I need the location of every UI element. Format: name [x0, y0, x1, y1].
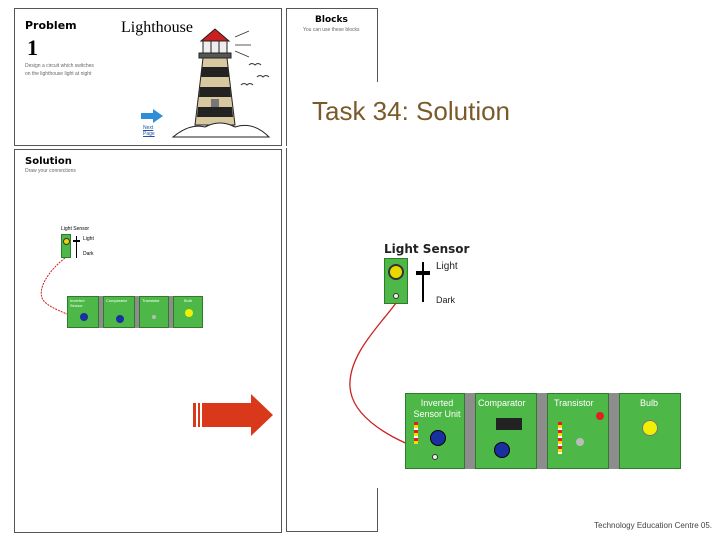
small-block-comparator: Comparator [103, 296, 135, 328]
large-sensor-card [384, 258, 408, 304]
small-connector-1 [99, 296, 103, 328]
small-block-inverted-label: Inverted Sensor [70, 298, 85, 308]
small-sensor-lens-icon [63, 238, 70, 245]
small-block-bulb: Bulb [173, 296, 203, 328]
large-inverted-indicator-icon [414, 422, 418, 444]
small-slider-icon [76, 236, 77, 258]
large-transistor-red-led-icon [596, 412, 604, 420]
small-block-transistor: Transistor [139, 296, 169, 328]
large-block-inverted-label: Inverted Sensor Unit [413, 398, 461, 419]
small-light-label: Light [83, 236, 94, 242]
problem-number: 1 [27, 35, 38, 60]
large-dark-label: Dark [436, 295, 456, 305]
next-label: Next [143, 125, 154, 131]
red-arrow-icon [193, 394, 273, 436]
large-bulb-icon [642, 420, 658, 436]
large-inverted-knob-icon [430, 430, 446, 446]
blocks-subtitle: You can use these blocks [303, 27, 360, 33]
problem-text-line1: Design a circuit which switches [25, 63, 94, 69]
next-page-link[interactable]: Next Page [143, 125, 155, 137]
large-sensor-lens-icon [388, 264, 404, 280]
small-block-comparator-label: Comparator [106, 298, 128, 303]
large-comparator-knob-icon [494, 442, 510, 458]
page-label: Page [143, 131, 155, 137]
large-connector-1 [465, 393, 475, 469]
large-transistor-indicator-icon [558, 422, 562, 454]
large-slider-knob-icon [416, 271, 430, 275]
small-connector-2 [135, 296, 139, 328]
large-slider-icon [422, 262, 424, 302]
large-transistor-terminal-icon [576, 438, 584, 446]
blocks-panel: Blocks You can use these blocks [286, 8, 378, 146]
lighthouse-illustration [171, 28, 271, 138]
problem-label: Problem [25, 19, 77, 32]
blocks-panel-right-edge [377, 8, 378, 82]
large-wire [349, 302, 438, 456]
small-sensor-label: Light Sensor [61, 226, 90, 232]
solution-panel: Solution Draw your connections Light Sen… [14, 149, 282, 533]
small-connector-3 [169, 296, 173, 328]
solution-label: Solution [25, 156, 72, 167]
large-comparator-display-icon [496, 418, 522, 430]
large-sensor-terminal-icon [393, 293, 399, 299]
large-connector-3 [609, 393, 619, 469]
large-block-bulb: Bulb [619, 393, 681, 469]
small-block-bulb-label: Bulb [184, 298, 193, 303]
small-block-transistor-label: Transistor [142, 298, 160, 303]
large-block-inverted-sensor: Inverted Sensor Unit [405, 393, 465, 469]
small-comparator-knob-icon [116, 315, 124, 323]
next-arrow-icon[interactable] [141, 109, 163, 123]
small-bulb-icon [185, 309, 193, 317]
small-block-inverted-sensor: Inverted Sensor [67, 296, 99, 328]
lower-mid-panel-right-edge [377, 488, 378, 532]
large-block-bulb-label: Bulb [640, 398, 659, 408]
slide-title: Task 34: Solution [312, 96, 511, 126]
small-sensor-card [61, 234, 71, 258]
large-block-comparator: Comparator [475, 393, 537, 469]
blocks-label: Blocks [315, 15, 348, 25]
small-slider-knob-icon [73, 240, 80, 242]
small-transistor-led-icon [152, 315, 156, 319]
solution-subtitle: Draw your connections [25, 168, 76, 174]
large-light-label: Light [436, 261, 458, 272]
large-block-comparator-label: Comparator [478, 398, 526, 408]
problem-text-line2: on the lighthouse light at night [25, 71, 92, 77]
large-block-transistor: Transistor [547, 393, 609, 469]
large-block-transistor-label: Transistor [554, 398, 594, 408]
lower-mid-panel [286, 148, 378, 532]
footer-credit: Technology Education Centre 05. [594, 521, 712, 530]
problem-panel: Problem 1 Lighthouse Design a circuit wh… [14, 8, 282, 146]
small-dark-label: Dark [83, 251, 94, 257]
large-sensor-label: Light Sensor [384, 242, 470, 256]
large-connector-2 [537, 393, 547, 469]
problem-heading: Lighthouse [121, 19, 193, 36]
small-inverted-knob-icon [80, 313, 88, 321]
large-inverted-terminal-icon [432, 454, 438, 460]
